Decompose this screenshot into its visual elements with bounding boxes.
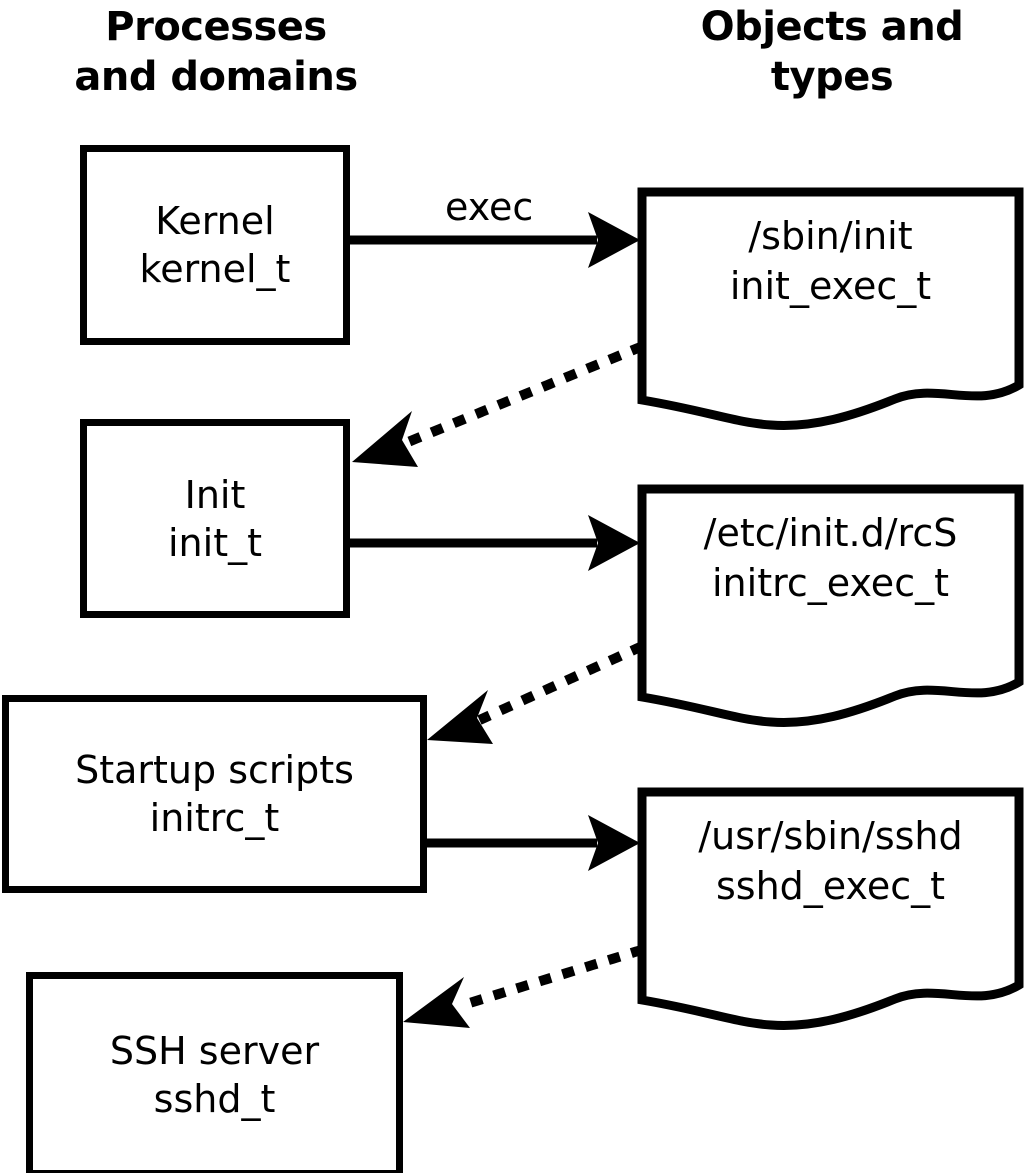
object-doc-usr-sbin-sshd-type: sshd_exec_t [715,864,945,908]
process-box-startup-scripts-type: initrc_t [149,796,280,840]
edge-init-exec-transition [352,341,645,467]
process-box-init[interactable]: Init init_t [80,419,350,618]
object-doc-etc-initd-rcs[interactable]: /etc/init.d/rcS initrc_exec_t [637,484,1024,729]
process-box-kernel-name: Kernel [155,199,275,243]
process-box-ssh-server-name: SSH server [109,1028,320,1073]
document-shape-icon [637,484,1024,727]
object-doc-sbin-init-path: /sbin/init [748,214,913,258]
process-box-init-name: Init [184,472,246,517]
edge-initrc-exec-sshd [427,815,640,871]
column-heading-objects: Objects and types [700,4,964,100]
process-box-init-type: init_t [168,520,262,565]
process-box-kernel-type: kernel_t [139,247,291,291]
object-doc-etc-initd-rcs-label: /etc/init.d/rcS initrc_exec_t [637,484,1024,608]
process-box-ssh-server-type: sshd_t [153,1076,276,1121]
object-doc-usr-sbin-sshd[interactable]: /usr/sbin/sshd sshd_exec_t [637,787,1024,1032]
object-doc-usr-sbin-sshd-path: /usr/sbin/sshd [698,814,963,858]
column-heading-processes: Processes and domains [74,4,358,100]
edge-sshd-exec-transition [403,944,645,1028]
object-doc-sbin-init-type: init_exec_t [729,264,932,308]
process-box-ssh-server[interactable]: SSH server sshd_t [26,972,403,1173]
object-doc-etc-initd-rcs-type: initrc_exec_t [712,561,949,605]
object-doc-usr-sbin-sshd-label: /usr/sbin/sshd sshd_exec_t [637,787,1024,911]
object-doc-sbin-init[interactable]: /sbin/init init_exec_t [637,187,1024,432]
arrowhead-dotted [427,690,493,744]
process-box-startup-scripts-name: Startup scripts [75,748,354,792]
object-doc-sbin-init-label: /sbin/init init_exec_t [637,187,1024,311]
edge-initrc-exec-transition [427,641,645,744]
edge-label-exec: exec [445,185,534,229]
process-box-kernel[interactable]: Kernel kernel_t [80,145,350,345]
arrowhead-solid [588,515,640,571]
edge-init-exec-initrc [350,515,640,571]
arrowhead-solid [588,815,640,871]
arrowhead-solid [588,212,640,268]
object-doc-etc-initd-rcs-path: /etc/init.d/rcS [703,511,958,555]
arrowhead-dotted [352,411,418,467]
document-shape-icon [637,187,1024,430]
document-shape-icon [637,787,1024,1030]
arrowhead-dotted [403,977,470,1028]
process-box-startup-scripts[interactable]: Startup scripts initrc_t [2,695,427,893]
